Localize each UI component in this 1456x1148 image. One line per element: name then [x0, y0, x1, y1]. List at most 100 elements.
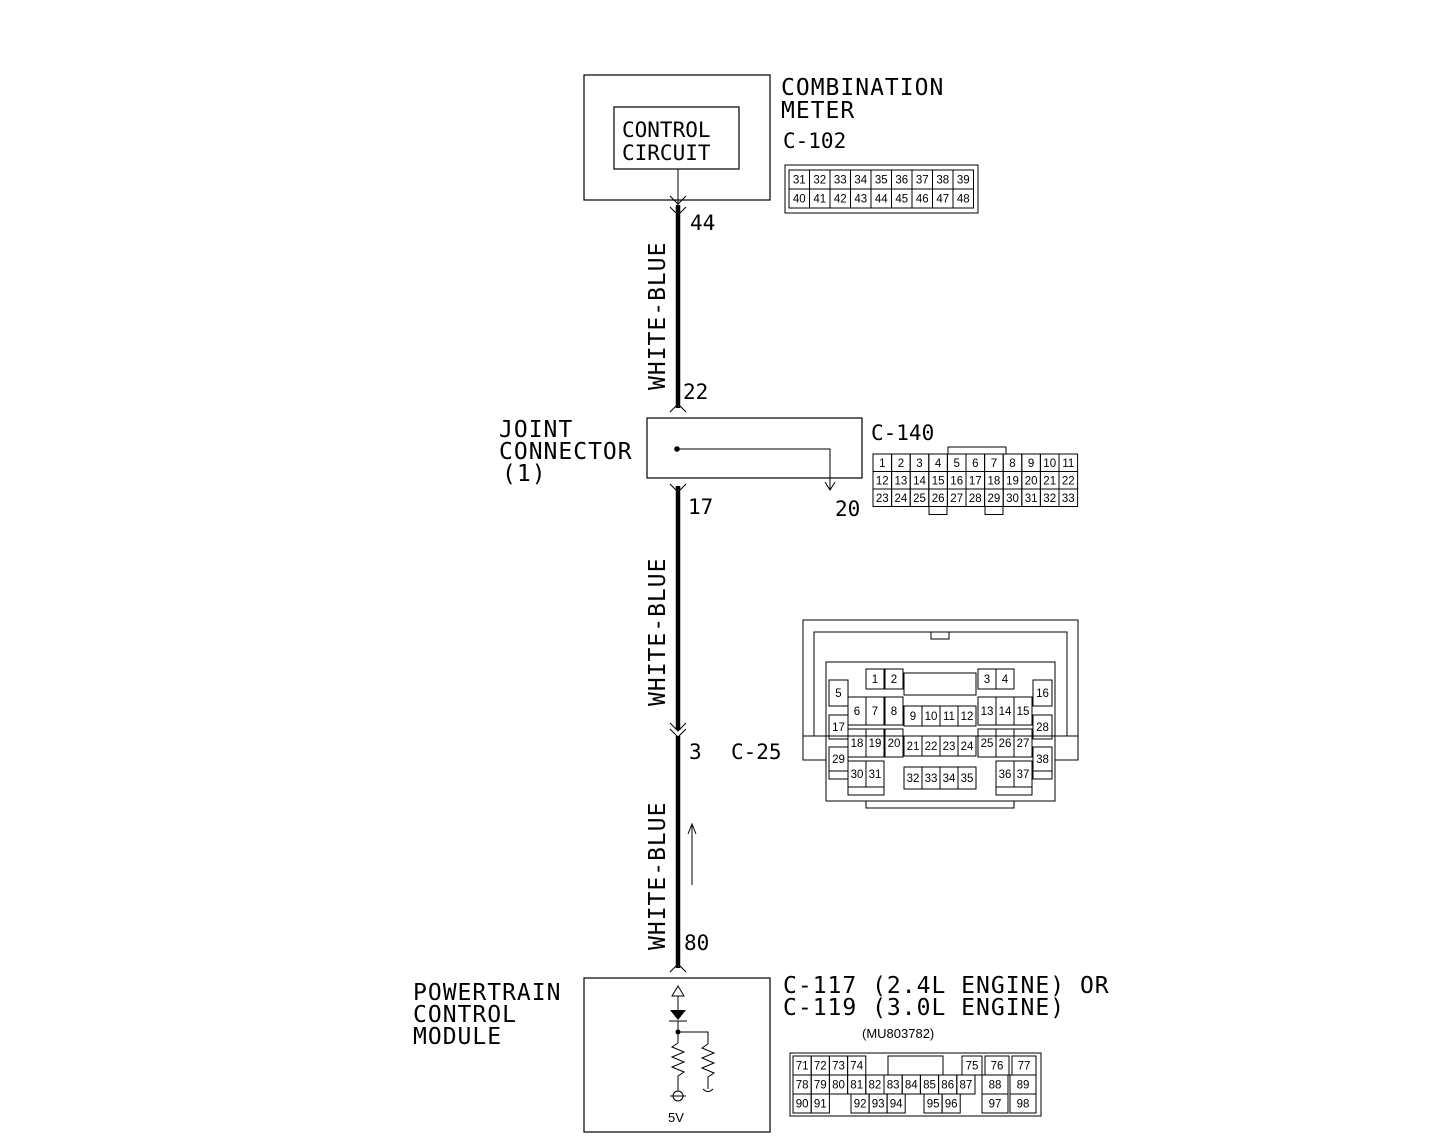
connector-outline: [789, 1052, 1042, 1117]
pin-number-44: 44: [690, 211, 715, 235]
pin-label: 47: [936, 194, 949, 206]
pin-label: 36: [999, 769, 1012, 781]
pin-label: 85: [923, 1080, 936, 1092]
pin-label: 8: [891, 706, 897, 718]
pin-cell: [957, 766, 977, 790]
connector-outline: [903, 672, 977, 696]
pcm-input-circuit: 5V: [668, 985, 716, 1125]
chevron-icon: [824, 481, 836, 491]
pin-label: 40: [793, 194, 806, 206]
combination-meter-title-1: COMBINATION: [781, 75, 944, 101]
pin-label: 18: [988, 475, 1001, 487]
pin-label: 14: [913, 475, 926, 487]
pin-label: 96: [945, 1099, 958, 1111]
pin-label: 13: [981, 706, 994, 718]
pin-label: 7: [991, 458, 997, 470]
connector-outline: [887, 1055, 944, 1076]
pin-label: 23: [876, 493, 889, 505]
pin-label: 15: [932, 475, 945, 487]
pin-cell: [1032, 679, 1053, 707]
pin-cell: [828, 679, 849, 707]
pin-label: 8: [1009, 458, 1015, 470]
pin-label: 16: [1036, 688, 1049, 700]
pin-label: 33: [834, 175, 847, 187]
pin-label: 22: [925, 741, 938, 753]
combination-meter-box: [583, 74, 771, 201]
c102-connector-label: C-102: [783, 129, 846, 153]
pin-label: 73: [832, 1061, 845, 1073]
pin-label: 22: [1062, 475, 1075, 487]
pin-cell: [884, 668, 904, 690]
pin-cell: [956, 1074, 976, 1095]
pin-label: 24: [895, 493, 908, 505]
pin-label: 17: [832, 722, 845, 734]
pin-label: 11: [943, 711, 955, 723]
pin-label: 23: [943, 741, 956, 753]
connector-outline: [947, 446, 1007, 455]
pin-label: 36: [895, 175, 908, 187]
pin-number-22: 22: [683, 380, 708, 404]
pin-label: 5: [835, 688, 841, 700]
chevron-icon: [669, 722, 687, 732]
combination-meter: CONTROL CIRCUIT COMBINATION METER C-102 …: [583, 74, 979, 214]
pin-label: 93: [872, 1099, 885, 1111]
pin-cell: [1032, 714, 1053, 740]
pin-label: 16: [950, 475, 963, 487]
pin-label: 19: [869, 738, 882, 750]
pin-label: 81: [850, 1080, 863, 1092]
pin-label: 41: [813, 194, 826, 206]
pin-label: 30: [1006, 493, 1019, 505]
control-circuit-label-1: CONTROL: [622, 118, 711, 142]
ground-icon: [702, 1086, 714, 1092]
pin-cell: [981, 1093, 1009, 1114]
pin-label: 2: [898, 458, 904, 470]
pin-label: 7: [872, 706, 878, 718]
connector-outline: [984, 506, 1004, 515]
pin-label: 31: [869, 769, 882, 781]
pin-label: 4: [935, 458, 942, 470]
connector-outline: [995, 786, 1033, 796]
pin-label: 90: [796, 1099, 809, 1111]
pin-label: 46: [916, 194, 929, 206]
pin-label: 76: [991, 1061, 1004, 1073]
resistor-icon: [700, 1043, 716, 1086]
pin-label: 37: [916, 175, 929, 187]
pin-cell: [995, 668, 1015, 690]
control-circuit-label-2: CIRCUIT: [622, 141, 711, 165]
pin-label: 48: [957, 194, 970, 206]
pin-label: 10: [1043, 458, 1056, 470]
pin-label: 83: [887, 1080, 900, 1092]
main-wire: [669, 169, 697, 973]
connector-outline: [928, 506, 948, 515]
pin-label: 86: [941, 1080, 954, 1092]
pcm-title-3: MODULE: [413, 1024, 502, 1050]
pin-label: 14: [999, 706, 1012, 718]
pin-label: 80: [832, 1080, 845, 1092]
joint-connector-title-2: CONNECTOR: [499, 439, 633, 465]
pin-label: 33: [1062, 493, 1075, 505]
pin-cell: [1013, 728, 1033, 758]
pin-cell: [865, 696, 885, 726]
pcm-connector-label-1: C-117 (2.4L ENGINE) OR: [783, 973, 1110, 999]
powertrain-control-module: POWERTRAIN CONTROL MODULE C-117 (2.4L EN…: [413, 973, 1110, 1133]
pin-label: 82: [869, 1080, 882, 1092]
pin-label: 72: [814, 1061, 827, 1073]
pin-label: 20: [888, 738, 901, 750]
wire-color-label-3: WHITE-BLUE: [645, 802, 671, 950]
pin-cell: [828, 714, 849, 740]
voltage-label: 5V: [668, 1110, 684, 1125]
pin-label: 30: [851, 769, 864, 781]
pin-label: 75: [966, 1061, 979, 1073]
pin-label: 34: [854, 175, 867, 187]
chevron-icon: [669, 403, 687, 413]
pcm-title-2: CONTROL: [413, 1002, 517, 1028]
arrow-up-icon: [687, 822, 697, 835]
pin-label: 88: [989, 1080, 1002, 1092]
pin-cell: [1009, 1093, 1037, 1114]
pcm-title-1: POWERTRAIN: [413, 980, 561, 1006]
chevron-icon: [669, 483, 687, 493]
pin-label: 91: [814, 1099, 827, 1111]
